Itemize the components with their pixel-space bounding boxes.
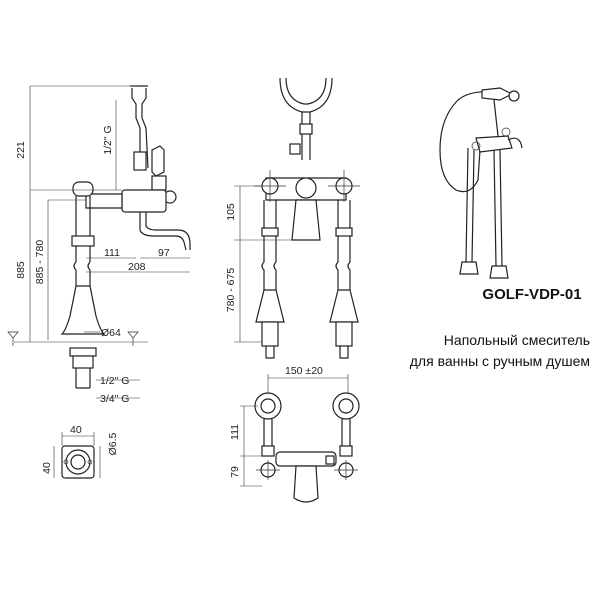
sketch-holder (493, 99, 499, 137)
sketch-body (475, 135, 513, 153)
product-sketch (439, 87, 523, 279)
front-stem-joint (299, 123, 313, 135)
front-cradle-stem (301, 112, 311, 160)
side-column-elbow (72, 181, 94, 197)
front-body-center (295, 177, 317, 199)
side-holder-joint (133, 151, 147, 171)
dim-105-ext (234, 185, 292, 241)
dim-40-height-label: 40 (41, 462, 53, 474)
dim-111-side-label: 111 (104, 247, 120, 259)
sketch-spout (507, 137, 523, 149)
top-diverter (325, 455, 335, 465)
sketch-hose (439, 91, 495, 193)
dim-64-label: Ø64 (101, 327, 121, 339)
top-legs (263, 419, 351, 446)
dim-thread-lines (96, 379, 140, 399)
sketch-handset (481, 87, 514, 101)
dim-885-780-label: 885 - 780 (34, 240, 46, 285)
top-leg-right-nut (339, 445, 353, 457)
thread-half-bottom-label: 1/2" G (100, 375, 129, 387)
side-column-upper (75, 196, 91, 236)
side-shower-holder-left (131, 88, 141, 168)
front-base-right (329, 289, 359, 323)
dim-40-width-label: 40 (70, 424, 82, 436)
description-line-2: для ванны с ручным душем (409, 353, 590, 369)
side-spout-top (139, 212, 187, 251)
front-spout (291, 199, 321, 241)
flange-hole-left (63, 459, 69, 465)
side-column-lower (73, 246, 91, 286)
side-mixer-body (121, 189, 167, 213)
top-leg-left-nut (261, 445, 275, 457)
front-base-left (255, 289, 285, 323)
front-mount-left (261, 321, 279, 347)
side-base-cone (60, 285, 106, 335)
dim-97-label: 97 (158, 247, 170, 259)
side-horizontal-dims (84, 257, 190, 399)
sketch-handle-right (501, 127, 511, 137)
side-view (7, 85, 191, 389)
front-view (234, 77, 360, 359)
top-flange-left (254, 392, 282, 420)
flange-square (61, 445, 95, 479)
top-flange-right (332, 392, 360, 420)
sketch-handset-head (508, 90, 520, 102)
flange-detail (53, 432, 101, 479)
dim-150-label: 150 ±20 (285, 365, 323, 377)
flange-outer-ring (65, 449, 91, 475)
top-flange-left-inner (260, 398, 276, 414)
dim-6-5-label: Ø6.5 (107, 432, 119, 455)
side-arm (85, 193, 123, 209)
front-leg-right-nut (335, 227, 353, 237)
top-handle-left-cross (256, 460, 280, 480)
description-line-1: Напольный смеситель (443, 332, 590, 348)
dim-105-label: 105 (225, 203, 237, 221)
dim-208-label: 208 (128, 261, 146, 273)
top-flange-right-inner (338, 398, 354, 414)
dim-40-width-line (61, 432, 95, 446)
dim-150-line (267, 374, 349, 394)
front-leg-left (261, 236, 277, 290)
side-spout-bottom (145, 212, 191, 250)
front-leg-right (335, 236, 351, 290)
dim-111-top-label: 111 (229, 424, 241, 440)
front-leg-left-nut (261, 227, 279, 237)
dim-885-label: 885 (15, 261, 27, 279)
side-handle-base (151, 175, 167, 191)
floor-level-markers (7, 331, 139, 339)
front-mount-right (335, 321, 353, 347)
side-column-nut-1 (71, 235, 95, 247)
front-legs-upper (263, 200, 351, 228)
floor-level-stems (12, 338, 134, 346)
dim-79-label: 79 (229, 466, 241, 478)
model-name: GOLF-VDP-01 (482, 286, 582, 303)
dim-221-label: 221 (15, 141, 27, 159)
front-diverter (289, 143, 301, 155)
thread-three-quarter-label: 3/4" G (100, 393, 129, 405)
flange-inner-ring (70, 454, 86, 470)
top-dim-ext (240, 405, 262, 487)
dim-780-675-label: 780 - 675 (225, 268, 237, 313)
thread-half-top-label: 1/2" G (102, 125, 114, 154)
side-ceramic-lever (151, 145, 165, 177)
side-thread-2 (75, 368, 91, 389)
front-cradle-inner (285, 77, 327, 105)
sketch-legs (465, 147, 503, 267)
sketch-handle-left (471, 141, 481, 151)
flange-hole-right (87, 459, 93, 465)
side-shower-holder-right (141, 88, 149, 169)
front-cradle-outer (279, 77, 333, 113)
side-thread-1 (72, 355, 94, 369)
top-view (240, 374, 360, 503)
top-spout (293, 465, 319, 503)
side-floor-flange (69, 347, 97, 357)
product-description: Напольный смеситель для ванны с ручным д… (350, 330, 590, 372)
sketch-base-right (489, 265, 509, 279)
sketch-base-left (459, 261, 479, 275)
front-threads (265, 346, 349, 359)
front-handle-right-cross (328, 170, 360, 202)
top-handle-right-cross (334, 460, 358, 480)
